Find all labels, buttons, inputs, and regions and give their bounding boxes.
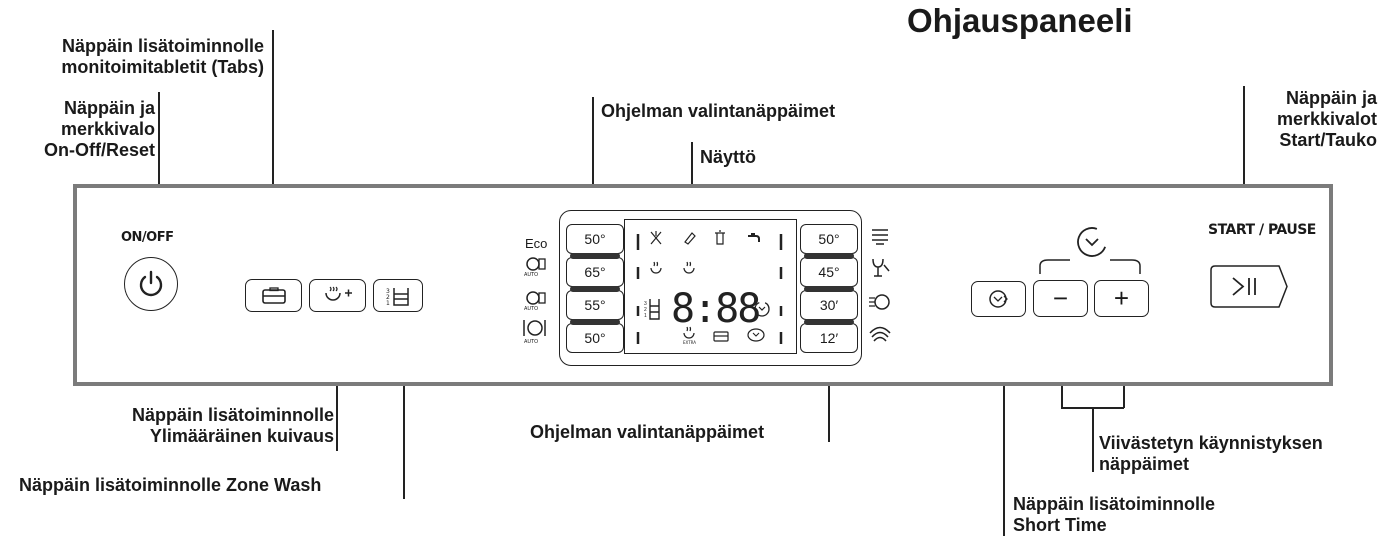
page-title: Ohjauspaneeli: [907, 2, 1133, 39]
right-program-buttons: 50° 45° 30′ 12′: [800, 224, 858, 354]
start-pause-button[interactable]: [1209, 264, 1289, 314]
prewash-program-icon: [869, 326, 891, 342]
rinse-aid-icon: [650, 231, 662, 245]
tabs-indicator-icon: [713, 331, 729, 342]
svg-text:2: 2: [644, 307, 647, 313]
program-button-left-2[interactable]: 65°: [566, 257, 624, 287]
auto-program-icon-1: [523, 256, 547, 287]
svg-text:3: 3: [386, 288, 390, 295]
display-leader-line: [691, 142, 693, 222]
tabs-icon: [261, 286, 286, 304]
extra-drying-label: Näppäin lisätoiminnolle Ylimääräinen kui…: [131, 405, 334, 446]
drying-icon: [650, 261, 662, 274]
lcd-digits: 8:88: [671, 286, 761, 332]
program-top-leader-line: [592, 97, 594, 207]
extra-dry-icon: [324, 286, 352, 301]
onoff-label: Näppäin ja merkkivalo On-Off/Reset: [43, 98, 155, 160]
zone-wash-icon: 3 2 1: [386, 287, 409, 307]
auto-text-2: AUTO: [524, 306, 539, 312]
delay-plus-button[interactable]: +: [1094, 280, 1149, 317]
program-button-left-3[interactable]: 55°: [566, 290, 624, 320]
zone-wash-label: Näppäin lisätoiminnolle Zone Wash: [19, 475, 322, 495]
program-button-right-3[interactable]: 30′: [800, 290, 858, 320]
delay-start-group: [1039, 259, 1141, 274]
separator-bar: [570, 253, 620, 259]
delay-leader-line: [1092, 407, 1094, 472]
auto-text-3: AUTO: [524, 339, 539, 345]
tabs-button[interactable]: [245, 279, 302, 312]
left-program-buttons: 50° 65° 55° 50°: [566, 224, 624, 354]
separator-bar: [804, 286, 854, 292]
svg-text:1: 1: [386, 300, 390, 307]
program-buttons-bottom-label: Ohjelman valintanäppäimet: [530, 422, 765, 442]
start-pause-label: Näppäin ja merkkivalot Start/Tauko: [1276, 88, 1377, 150]
start-pause-leader-line: [1243, 86, 1245, 212]
lcd-segments: [636, 234, 783, 344]
delay-clock-icon: [754, 301, 770, 317]
separator-bar: [804, 319, 854, 325]
short-time-button[interactable]: [971, 281, 1026, 317]
extra-dry-button[interactable]: [309, 279, 366, 312]
zone-wash-leader-line: [403, 325, 405, 499]
onoff-text: ON/OFF: [121, 230, 174, 245]
extra-drying-icon: [683, 326, 695, 339]
svg-text:1: 1: [644, 313, 647, 319]
start-pause-text: START / PAUSE: [1208, 222, 1316, 238]
auto-program-icon-3: [521, 318, 547, 347]
delay-start-label: Viivästetyn käynnistyksen näppäimet: [1099, 433, 1323, 474]
onoff-button[interactable]: [124, 257, 178, 311]
zone-wash-icon: 321: [644, 299, 660, 320]
power-icon: [139, 270, 163, 297]
zone-wash-button[interactable]: 3 2 1: [373, 279, 423, 312]
short-time-leader-line: [1003, 318, 1005, 536]
onoff-leader-line: [158, 92, 160, 232]
drying-icon-2: [683, 261, 695, 274]
program-buttons-top-label: Ohjelman valintanäppäimet: [601, 101, 836, 121]
tabs-label: Näppäin lisätoiminnolle monitoimitableti…: [61, 36, 264, 77]
start-pause-icon: [1210, 265, 1288, 308]
water-tap-icon: [748, 233, 760, 242]
delay-clock-icon: [1077, 227, 1107, 257]
glass-program-icon: [872, 258, 890, 277]
short-time-indicator-icon: [747, 328, 765, 342]
auto-text-1: AUTO: [524, 272, 539, 278]
short-time-label: Näppäin lisätoiminnolle Short Time: [1013, 494, 1216, 535]
short-time-icon: [988, 290, 1008, 308]
program-button-left-1[interactable]: 50°: [566, 224, 624, 254]
extra-text: EXTRA: [683, 340, 696, 345]
program-button-right-2[interactable]: 45°: [800, 257, 858, 287]
program-button-right-1[interactable]: 50°: [800, 224, 858, 254]
program-button-right-4[interactable]: 12′: [800, 323, 858, 353]
tabs-leader-line: [272, 30, 274, 282]
program-button-left-4[interactable]: 50°: [566, 323, 624, 353]
display-module: [559, 210, 862, 366]
separator-bar: [804, 253, 854, 259]
intensive-program-icon: [872, 229, 888, 245]
quick-program-icon: [869, 294, 890, 310]
separator-bar: [570, 319, 620, 325]
svg-text:3: 3: [644, 301, 647, 307]
bin-icon: [715, 230, 725, 245]
delay-minus-button[interactable]: −: [1033, 280, 1088, 317]
extra-drying-leader-line: [336, 325, 338, 451]
svg-text:2: 2: [386, 294, 390, 301]
separator-bar: [570, 286, 620, 292]
eco-label: Eco: [525, 236, 548, 251]
display-label: Näyttö: [700, 147, 757, 167]
auto-program-icon-2: [523, 288, 547, 319]
salt-icon: [684, 232, 696, 245]
program-bottom-leader-line: [828, 366, 830, 442]
